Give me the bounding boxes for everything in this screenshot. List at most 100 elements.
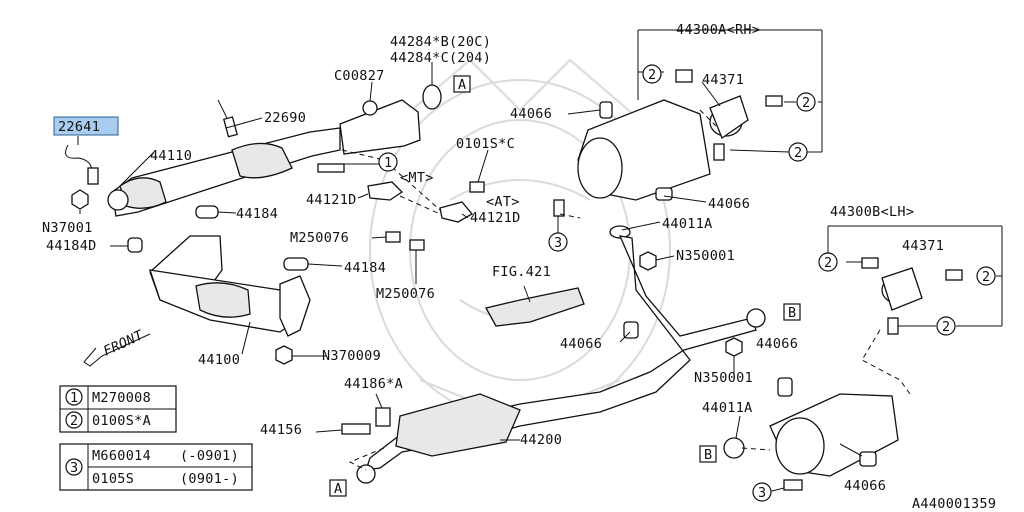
gasket-44184-lower[interactable] (283, 257, 309, 271)
bolt-upper[interactable] (317, 163, 345, 173)
label-44300b-lh[interactable]: 44300B<LH> (830, 204, 914, 220)
bolt-callout-3b[interactable] (783, 479, 803, 491)
ref-box-a-top[interactable]: A (453, 75, 471, 93)
label-mt: <MT> (400, 170, 434, 186)
label-fig421[interactable]: FIG.421 (492, 264, 551, 280)
legend-row3-number: 3 (70, 460, 78, 476)
nut-n350001-b[interactable] (725, 337, 743, 357)
nut-n350001-a[interactable] (639, 251, 657, 271)
legend-row3-range-a: (-0901) (180, 448, 239, 464)
label-44121d-at[interactable]: 44121D (470, 210, 521, 226)
callout-3-rh: 3 (548, 232, 568, 252)
bolt-m250076-a[interactable] (385, 231, 401, 243)
label-m250076-a[interactable]: M250076 (290, 230, 349, 246)
label-44156[interactable]: 44156 (260, 422, 302, 438)
ref-box-a-bottom[interactable]: A (329, 479, 347, 497)
callout-2-lh-bottom: 2 (936, 316, 956, 336)
label-44110[interactable]: 44110 (150, 148, 192, 164)
bolt-lh-lower[interactable] (887, 317, 899, 335)
svg-text:A: A (334, 481, 342, 497)
label-44284b[interactable]: 44284*B(20C) (390, 34, 491, 50)
bracket-mt[interactable] (367, 181, 404, 201)
bolt-callout-3a[interactable] (553, 199, 565, 217)
label-c00827[interactable]: C00827 (334, 68, 385, 84)
bolt-lh-top[interactable] (861, 257, 879, 269)
muffler-rh-end[interactable] (577, 137, 623, 199)
nut-n37001[interactable] (71, 189, 89, 210)
gasket-44284[interactable] (422, 84, 442, 110)
bolt-44156[interactable] (341, 423, 371, 435)
label-44184-lower[interactable]: 44184 (344, 260, 386, 276)
label-at: <AT> (486, 194, 520, 210)
legend-row2-number: 2 (70, 413, 78, 429)
label-n350001-a[interactable]: N350001 (676, 248, 735, 264)
label-44186a[interactable]: 44186*A (344, 376, 403, 392)
svg-text:2: 2 (648, 67, 656, 83)
center-flange-pipe[interactable] (339, 99, 421, 155)
manifold-outlet[interactable] (279, 275, 311, 337)
mount-44066-b[interactable] (655, 187, 673, 201)
front-flange[interactable] (107, 189, 129, 211)
flange-a-bottom[interactable] (356, 464, 376, 484)
gasket-44184-top[interactable] (195, 205, 219, 219)
selected-part-label[interactable]: 22641 (53, 116, 119, 136)
label-22641[interactable]: 22641 (58, 119, 100, 135)
center-pipe-44200[interactable] (395, 393, 521, 457)
mount-44066-e[interactable] (859, 451, 877, 467)
sensor-wire (65, 144, 93, 173)
nut-n370009[interactable] (275, 345, 293, 365)
label-n350001-b[interactable]: N350001 (694, 370, 753, 386)
label-44066-b[interactable]: 44066 (708, 196, 750, 212)
label-44371-rh[interactable]: 44371 (702, 72, 744, 88)
label-44184d[interactable]: 44184D (46, 238, 97, 254)
muffler-lh-end[interactable] (775, 417, 825, 475)
cover-44371-lh[interactable] (881, 267, 923, 311)
heat-shield-fig421[interactable] (485, 287, 585, 327)
svg-text:2: 2 (942, 319, 950, 335)
label-44371-lh[interactable]: 44371 (902, 238, 944, 254)
label-n370009[interactable]: N370009 (322, 348, 381, 364)
label-44011a[interactable]: 44011A (662, 216, 713, 232)
label-44011a-b[interactable]: 44011A (702, 400, 753, 416)
bolt-lh-right[interactable] (945, 269, 963, 281)
spring-44186a[interactable] (375, 407, 391, 427)
label-22690[interactable]: 22690 (264, 110, 306, 126)
catalytic-converter-front[interactable] (119, 177, 167, 209)
label-n37001[interactable]: N37001 (42, 220, 93, 236)
svg-text:2: 2 (982, 269, 990, 285)
label-44066-e[interactable]: 44066 (844, 478, 886, 494)
label-44100[interactable]: 44100 (198, 352, 240, 368)
gasket-44011a-b[interactable] (723, 437, 745, 459)
front-exhaust-assembly (65, 84, 585, 367)
flange-b-right[interactable] (746, 308, 766, 328)
gasket-44184d[interactable] (127, 237, 143, 253)
ref-box-b-right[interactable]: B (783, 303, 801, 321)
bolt-rh-top[interactable] (675, 69, 693, 83)
label-m250076-b[interactable]: M250076 (376, 286, 435, 302)
bolt-m250076-b[interactable] (409, 239, 425, 251)
label-44284c[interactable]: 44284*C(204) (390, 50, 491, 66)
label-44066-d[interactable]: 44066 (756, 336, 798, 352)
label-44066-a[interactable]: 44066 (510, 106, 552, 122)
label-44121d-mt[interactable]: 44121D (306, 192, 357, 208)
bolt-rh-lower[interactable] (713, 143, 725, 161)
mount-44066-a[interactable] (599, 101, 613, 119)
oxygen-sensor-front[interactable] (87, 167, 99, 185)
bolt-rh-right[interactable] (765, 95, 783, 107)
bracket-at[interactable] (439, 201, 473, 223)
label-0101s-c[interactable]: 0101S*C (456, 136, 515, 152)
bolt-0101s-c[interactable] (469, 181, 485, 193)
manifold-catalyst[interactable] (195, 282, 251, 318)
ref-box-b-left[interactable]: B (699, 445, 717, 463)
legend-row3-part-b: 0105S (92, 471, 134, 487)
label-44184-top[interactable]: 44184 (236, 206, 278, 222)
label-44300a-rh[interactable]: 44300A<RH> (676, 22, 760, 38)
callout-2-lh-top: 2 (818, 252, 838, 272)
c00827-nut[interactable] (362, 100, 378, 116)
catalytic-converter-rear[interactable] (231, 142, 293, 179)
label-44066-c[interactable]: 44066 (560, 336, 602, 352)
label-44200[interactable]: 44200 (520, 432, 562, 448)
center-exhaust-assembly (341, 235, 766, 484)
mount-44066-d[interactable] (777, 377, 793, 397)
cover-44371-rh[interactable] (709, 95, 749, 139)
